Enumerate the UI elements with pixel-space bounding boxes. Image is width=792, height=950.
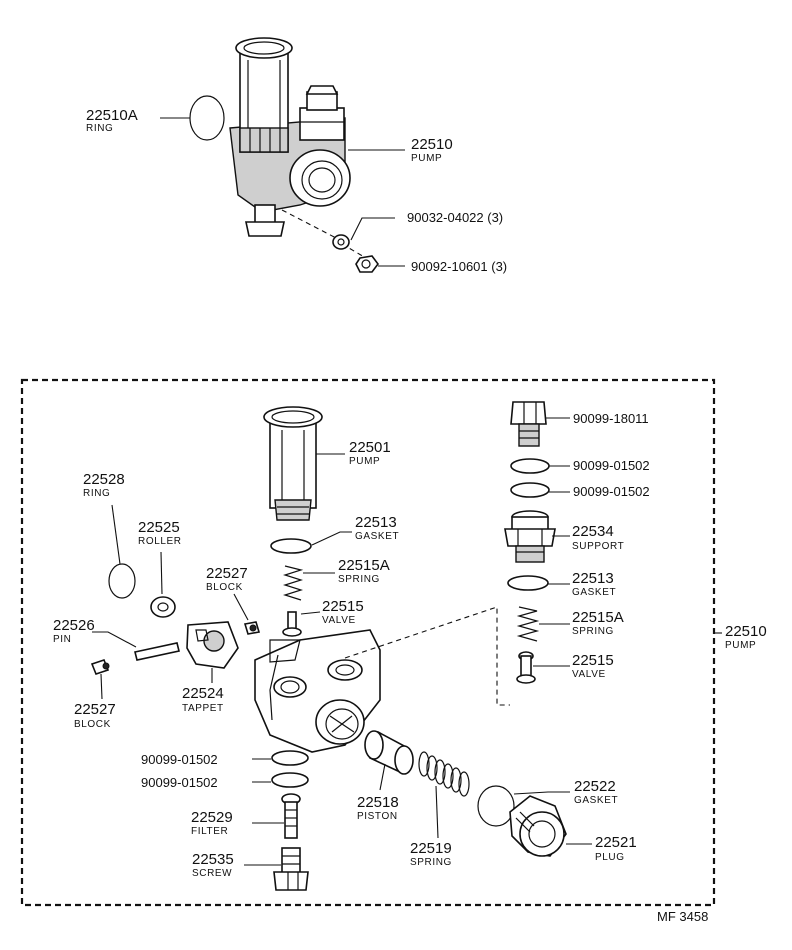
top-washer-number: 90032-04022 (3) [407, 210, 503, 225]
ring-part [108, 563, 136, 599]
assembly-number: 22510 [725, 623, 767, 640]
spring-left-name: SPRING [338, 574, 380, 585]
filter-number: 22529 [191, 809, 233, 826]
filter-name: FILTER [191, 826, 228, 837]
tappet-number: 22524 [182, 685, 224, 702]
gasket-right-part [507, 575, 549, 591]
spring-piston-part [418, 751, 470, 797]
washer-a-part [271, 750, 309, 766]
screw-number: 22535 [192, 851, 234, 868]
gasket-right-name: GASKET [572, 587, 616, 598]
roller-number: 22525 [138, 519, 180, 536]
pin-number: 22526 [53, 617, 95, 634]
gasket-upper-part [270, 538, 312, 554]
washer-r2-number: 90099-01502 [573, 484, 650, 499]
roller-part [150, 596, 176, 618]
screw-name: SCREW [192, 868, 232, 879]
spring-piston-number: 22519 [410, 840, 452, 857]
pump-cylinder-part [263, 406, 323, 521]
gasket-plug-number: 22522 [574, 778, 616, 795]
spring-right-number: 22515A [572, 609, 624, 626]
pump-top-name: PUMP [349, 456, 380, 467]
spring-left-number: 22515A [338, 557, 390, 574]
plug-number: 22521 [595, 834, 637, 851]
block-upper-part [243, 621, 261, 635]
bolt-right-part [510, 401, 547, 447]
plug-name: PLUG [595, 852, 625, 863]
top-pump-number: 22510 [411, 136, 453, 153]
top-ring-name: RING [86, 123, 113, 134]
gasket-upper-number: 22513 [355, 514, 397, 531]
piston-number: 22518 [357, 794, 399, 811]
gasket-plug-name: GASKET [574, 795, 618, 806]
block-lower-part [90, 659, 110, 675]
top-pump-port [289, 149, 351, 207]
assembly-name: PUMP [725, 640, 756, 651]
valve-left-name: VALVE [322, 615, 356, 626]
pump-top-number: 22501 [349, 439, 391, 456]
tappet-name: TAPPET [182, 703, 224, 714]
washer-r1-part [510, 458, 550, 474]
spring-left-part [282, 565, 304, 601]
valve-left-part [282, 611, 302, 637]
pin-name: PIN [53, 634, 71, 645]
gasket-upper-name: GASKET [355, 531, 399, 542]
gasket-right-number: 22513 [572, 570, 614, 587]
roller-name: ROLLER [138, 536, 182, 547]
spring-piston-name: SPRING [410, 857, 452, 868]
screw-part [273, 847, 309, 891]
top-washer-part [332, 234, 350, 250]
washer-a-number: 90099-01502 [141, 752, 218, 767]
pin-part [134, 642, 180, 661]
diagram-ref-code: MF 3458 [657, 909, 708, 924]
piston-name: PISTON [357, 811, 398, 822]
top-nut-part [355, 255, 379, 273]
block-upper-number: 22527 [206, 565, 248, 582]
ring-number: 22528 [83, 471, 125, 488]
block-upper-name: BLOCK [206, 582, 243, 593]
support-name: SUPPORT [572, 541, 624, 552]
top-nut-number: 90092-10601 (3) [411, 259, 507, 274]
spring-right-part [516, 606, 540, 642]
washer-b-part [271, 772, 309, 788]
valve-right-name: VALVE [572, 669, 606, 680]
ring-name: RING [83, 488, 110, 499]
pump-main-body [254, 629, 381, 753]
piston-part [364, 730, 414, 775]
filter-part [281, 793, 301, 839]
washer-r1-number: 90099-01502 [573, 458, 650, 473]
exploded-view-frame [20, 378, 716, 907]
spring-right-name: SPRING [572, 626, 614, 637]
top-pump-name: PUMP [411, 153, 442, 164]
washer-b-number: 90099-01502 [141, 775, 218, 790]
bolt-right-number: 90099-18011 [573, 411, 649, 426]
valve-left-number: 22515 [322, 598, 364, 615]
top-ring-part [189, 95, 225, 141]
valve-right-part [516, 651, 536, 684]
block-lower-name: BLOCK [74, 719, 111, 730]
top-ring-number: 22510A [86, 107, 138, 124]
gasket-plug-part [477, 785, 515, 827]
support-number: 22534 [572, 523, 614, 540]
washer-r2-part [510, 482, 550, 498]
block-lower-number: 22527 [74, 701, 116, 718]
support-part [504, 510, 556, 563]
valve-right-number: 22515 [572, 652, 614, 669]
tappet-part [186, 621, 239, 669]
plug-part [509, 795, 567, 857]
top-pump-assembly [160, 37, 405, 273]
